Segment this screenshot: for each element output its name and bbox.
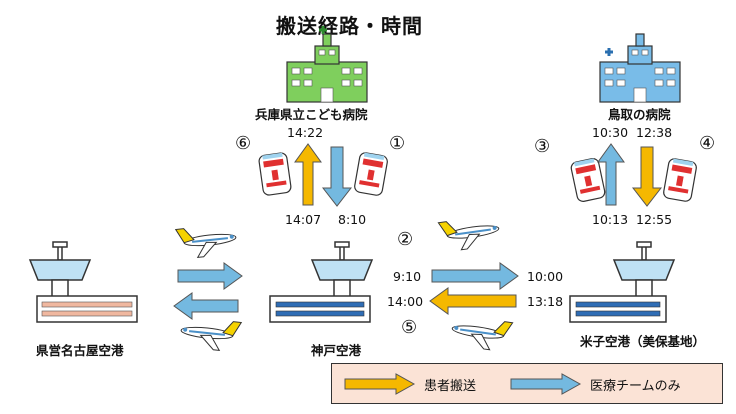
time-label: 9:10: [393, 269, 422, 284]
time-label: 14:22: [287, 125, 324, 140]
time-label: 12:55: [636, 212, 673, 227]
step-number: ⑥: [235, 133, 252, 154]
hospital-cross-icon: [319, 26, 327, 34]
patient-arrow-down-tottori: [631, 146, 663, 207]
team-arrow-down-kobe: [321, 146, 353, 207]
team-arrow-right-kobe-yonago: [431, 262, 519, 290]
legend-patient-label: 患者搬送: [424, 379, 477, 394]
tottori-hospital-label: 鳥取の病院: [608, 107, 671, 122]
patient-arrow-left-yonago-kobe: [429, 287, 517, 315]
airplane-icon: [178, 315, 242, 353]
time-label: 10:30: [592, 125, 629, 140]
ambulance-icon: [569, 156, 607, 204]
step-number: ③: [534, 136, 551, 157]
time-label: 12:38: [636, 125, 673, 140]
time-label: 10:00: [527, 269, 564, 284]
time-label: 8:10: [338, 212, 367, 227]
time-label: 14:00: [387, 294, 424, 309]
hyogo-hospital-building: [286, 33, 368, 103]
tottori-hospital-building: [599, 33, 681, 103]
patient-arrow-up-kobe: [294, 143, 322, 206]
legend-patient-arrow: [344, 373, 416, 395]
time-label: 14:07: [285, 212, 322, 227]
hyogo-hospital-label: 兵庫県立こども病院: [255, 107, 368, 122]
nagoya-airport-label: 県営名古屋空港: [36, 343, 124, 358]
legend-team-label: 医療チームのみ: [590, 379, 681, 394]
kobe-airport-building: [269, 241, 373, 323]
team-arrow-left-kobe-nagoya: [173, 292, 239, 320]
time-label: 13:18: [527, 294, 564, 309]
hospital-cross-icon: [605, 48, 613, 56]
nagoya-airport-building: [29, 241, 138, 323]
airplane-icon: [437, 214, 502, 253]
airplane-icon: [449, 314, 514, 353]
step-number: ①: [389, 133, 406, 154]
legend-box: 患者搬送 医療チームのみ: [331, 363, 723, 404]
airplane-icon: [175, 222, 239, 260]
ambulance-icon: [353, 151, 389, 197]
yonago-airport-label: 米子空港（美保基地）: [580, 334, 706, 349]
time-label: 10:13: [592, 212, 629, 227]
step-number: ②: [397, 229, 414, 250]
yonago-airport-building: [569, 241, 675, 323]
team-arrow-right-nagoya-kobe: [177, 262, 243, 290]
kobe-airport-label: 神戸空港: [311, 343, 362, 358]
ambulance-icon: [257, 151, 293, 197]
step-number: ④: [699, 133, 716, 154]
legend-team-arrow: [510, 373, 582, 395]
page-title: 搬送経路・時間: [276, 14, 423, 38]
ambulance-icon: [662, 157, 698, 203]
step-number: ⑤: [401, 317, 418, 338]
team-arrow-up-tottori: [597, 143, 625, 206]
